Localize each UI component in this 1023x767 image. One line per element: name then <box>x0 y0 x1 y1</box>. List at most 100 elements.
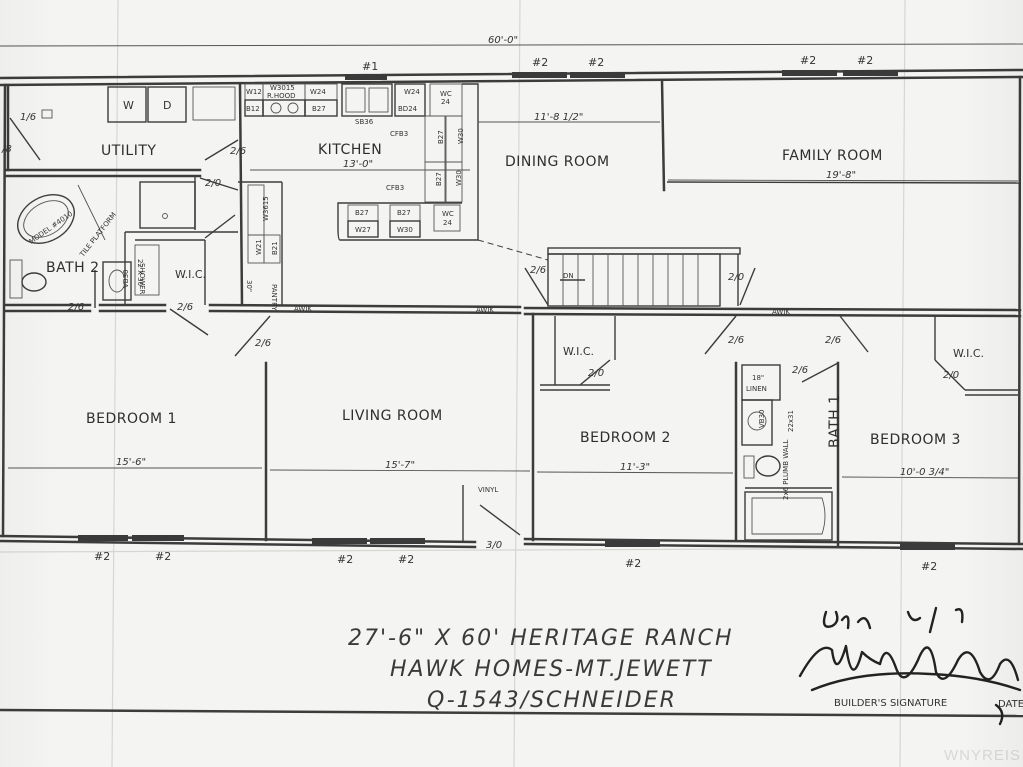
cabinet-label: B27 <box>312 105 326 113</box>
door-size: 2/6 <box>177 302 193 313</box>
cabinet-label: WC <box>442 210 454 218</box>
window-label: #2 <box>857 54 873 67</box>
dimension-lines <box>8 121 1019 479</box>
cabinet-label: B27 <box>437 130 445 144</box>
cabinet-label: R.HOOD <box>267 92 296 100</box>
tile-platform: TILE PLATFORM <box>78 211 118 259</box>
dimension-family: 19'-8" <box>826 170 856 181</box>
pantry-width: 30" <box>245 280 253 292</box>
door-size: /8 <box>1 144 12 155</box>
shower-label: SHOWER <box>138 263 146 295</box>
laundry-appliances <box>41 86 236 123</box>
cabinet-label: CFB3 <box>390 130 408 138</box>
pantry-label: PANTRY <box>270 284 278 311</box>
cabinet-label: W27 <box>355 226 371 234</box>
door-size: 2/0 <box>728 272 744 283</box>
builder-name: HAWK HOMES-MT.JEWETT <box>390 657 713 682</box>
cabinet-label: 24 <box>443 219 452 227</box>
cabinet-label: W3015 <box>270 84 295 92</box>
cabinet-label: W24 <box>310 88 326 96</box>
room-bedroom3: BEDROOM 3 <box>870 432 961 448</box>
dryer-label: D <box>163 99 171 112</box>
cabinet-label: 24 <box>441 98 450 106</box>
wall-note: AWIK <box>294 305 312 313</box>
cabinet-label: W12 <box>246 88 262 96</box>
stair-direction: DN <box>563 272 574 280</box>
room-wic: W.I.C. <box>175 268 206 281</box>
cabinet-label: BD24 <box>398 105 418 113</box>
room-bath1: BATH 1 <box>827 394 843 448</box>
cabinet-label: W3615 <box>262 196 270 221</box>
plan-number: Q-1543/SCHNEIDER <box>427 688 677 713</box>
room-dining: DINING ROOM <box>505 154 610 170</box>
cabinet-label: CFB3 <box>386 184 404 192</box>
window-label: #2 <box>921 560 937 573</box>
bath2-fixtures <box>9 181 196 301</box>
cabinet-label: W24 <box>404 88 420 96</box>
door-size: 1/6 <box>20 112 36 123</box>
room-bedroom2: BEDROOM 2 <box>580 430 671 446</box>
bath1-fixtures <box>741 364 833 541</box>
room-bath2: BATH 2 <box>46 260 100 276</box>
windows <box>78 70 955 550</box>
cabinet-label: SB36 <box>355 118 374 126</box>
cabinet-label: W30 <box>457 128 465 144</box>
builder-signature <box>798 606 1022 726</box>
cabinet-label: WC <box>440 90 452 98</box>
door-swings <box>9 117 966 536</box>
paper-fold <box>899 0 906 767</box>
vanity-size: 22x31 <box>787 410 795 432</box>
dimension-bedroom2: 11'-3" <box>620 462 650 473</box>
floor-note: VINYL <box>478 486 498 494</box>
door-size: 2/0 <box>588 368 604 379</box>
window-label: #2 <box>588 56 604 69</box>
cabinet-label: W21 <box>255 239 263 255</box>
door-size: 2/6 <box>792 365 808 376</box>
linen-size: 18" <box>752 374 764 382</box>
cabinet-label: B27 <box>397 209 411 217</box>
window-label: #2 <box>800 54 816 67</box>
door-size: 2/6 <box>728 335 744 346</box>
paper-fold <box>0 547 1023 553</box>
room-utility: UTILITY <box>101 143 156 159</box>
room-wic: W.I.C. <box>563 345 594 358</box>
interior-walls <box>3 78 1022 547</box>
cabinet-label: W30 <box>397 226 413 234</box>
vanity-label: VB30 <box>122 270 130 289</box>
wall-note: AWIK <box>476 306 494 314</box>
cabinet-label: B21 <box>271 241 279 255</box>
room-family: FAMILY ROOM <box>782 148 883 164</box>
paper-fold <box>111 0 119 767</box>
paper-fold <box>513 0 521 767</box>
wall-note: AWIK <box>772 308 790 316</box>
door-size: 2/6 <box>255 338 271 349</box>
watermark: WNYREIS <box>944 747 1021 764</box>
door-size: 3/0 <box>486 540 502 551</box>
shower-size: 22 X 30 <box>136 259 144 286</box>
overall-dimension-line <box>0 43 1023 47</box>
dimension-bedroom1: 15'-6" <box>116 457 146 468</box>
cabinet-label: B27 <box>435 172 443 186</box>
door-size: 2/6 <box>825 335 841 346</box>
dimension-bedroom3: 10'-0 3/4" <box>900 467 949 478</box>
stairs <box>547 247 741 307</box>
door-size: 2/6 <box>68 302 84 313</box>
signature-line-label: BUILDER'S SIGNATURE <box>834 698 947 709</box>
dimension-dining: 11'-8 1/2" <box>534 112 583 123</box>
door-size: 2/6 <box>230 146 246 157</box>
room-wic: W.I.C. <box>953 347 984 360</box>
window-label: #2 <box>337 553 353 566</box>
window-label: #2 <box>625 557 641 570</box>
kitchen-cabinets <box>244 83 549 264</box>
cabinet-label: B12 <box>246 105 260 113</box>
door-size: 2/6 <box>530 265 546 276</box>
room-bedroom1: BEDROOM 1 <box>86 411 177 427</box>
dimension-living: 15'-7" <box>385 460 415 471</box>
dimension-kitchen: 13'-0" <box>343 159 373 170</box>
cabinet-label: B27 <box>355 209 369 217</box>
cabinet-label: W30 <box>455 170 463 186</box>
room-kitchen: KITCHEN <box>318 142 382 158</box>
window-label: #2 <box>532 56 548 69</box>
